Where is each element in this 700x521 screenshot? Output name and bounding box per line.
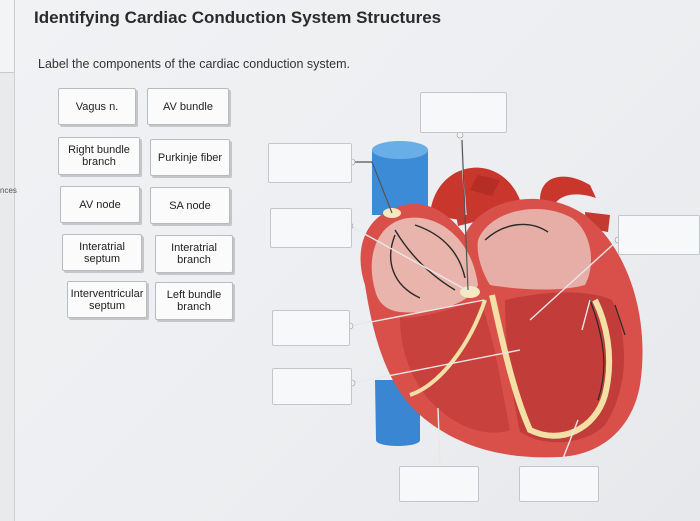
right-atrium — [371, 217, 478, 313]
purkinje-fibers-path — [409, 299, 487, 397]
leader-line — [581, 299, 591, 331]
label-text: Vagus n. — [75, 100, 119, 113]
side-panel-label: nces — [0, 186, 17, 195]
conduction-arrow — [589, 299, 605, 401]
vena-cava-opening — [372, 141, 428, 159]
drop-target-5[interactable] — [272, 310, 350, 346]
leader-line — [351, 349, 521, 384]
drop-target-4[interactable] — [618, 215, 700, 255]
conduction-arrow — [614, 304, 626, 336]
leader-line — [352, 161, 393, 214]
left-atrium — [477, 209, 592, 290]
label-text: AV bundle — [163, 100, 213, 113]
conduction-arrow — [394, 229, 456, 291]
leader-line — [437, 407, 441, 467]
leader-line — [529, 239, 619, 321]
label-card-right-bundle-branch[interactable]: Right bundle branch — [58, 137, 140, 175]
page-title: Identifying Cardiac Conduction System St… — [34, 8, 442, 27]
label-card-av-bundle[interactable]: AV bundle — [147, 88, 229, 125]
label-text: AV node — [79, 198, 121, 211]
left-panel-strip — [0, 0, 15, 521]
label-card-av-node[interactable]: AV node — [60, 186, 140, 223]
left-ventricle — [505, 292, 625, 443]
conduction-arrow — [389, 234, 421, 299]
label-text: Interventricular septum — [70, 287, 144, 312]
drop-target-3[interactable] — [270, 208, 352, 248]
conduction-arrow — [414, 224, 466, 279]
instructions: Label the components of the cardiac cond… — [38, 57, 350, 71]
bundle-branch-path — [489, 294, 613, 439]
drop-target-7[interactable] — [399, 466, 479, 502]
label-text: Interatrial septum — [79, 240, 125, 265]
label-text: Purkinje fiber — [157, 151, 223, 164]
leader-line — [559, 419, 579, 467]
conduction-arrow — [484, 223, 549, 241]
left-panel-tab[interactable] — [0, 0, 15, 73]
label-card-left-bundle-branch[interactable]: Left bundle branch — [155, 282, 233, 320]
leader-line — [349, 225, 471, 293]
leader-line — [349, 299, 485, 327]
drop-target-8[interactable] — [519, 466, 599, 502]
label-card-interatrial-septum[interactable]: Interatrial septum — [62, 234, 142, 271]
drop-target-1[interactable] — [420, 92, 507, 133]
label-card-sa-node[interactable]: SA node — [150, 187, 230, 224]
drop-target-6[interactable] — [272, 368, 352, 405]
label-text: Right bundle branch — [68, 144, 130, 168]
label-text: Interatrial branch — [171, 242, 217, 266]
aorta-branch — [470, 175, 500, 196]
label-card-interventricular-septum[interactable]: Interventricular septum — [67, 281, 147, 318]
right-ventricle — [400, 300, 510, 433]
label-card-interatrial-branch[interactable]: Interatrial branch — [155, 235, 233, 273]
label-text: Left bundle branch — [166, 289, 222, 313]
drop-target-2[interactable] — [268, 143, 352, 183]
label-text: SA node — [169, 199, 211, 212]
leader-line — [461, 139, 469, 291]
label-card-vagus[interactable]: Vagus n. — [58, 88, 136, 125]
label-card-purkinje-fiber[interactable]: Purkinje fiber — [150, 139, 230, 176]
